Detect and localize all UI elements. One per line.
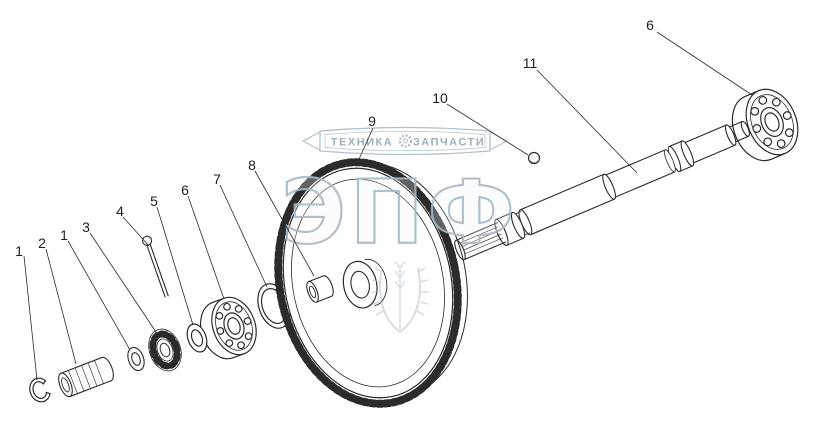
leader-line (536, 69, 638, 174)
leader-line (23, 255, 38, 381)
callout-10: 10 (432, 90, 448, 106)
ball-bearing-left (199, 296, 257, 360)
bushing (58, 356, 114, 398)
ball-bearing-right (731, 88, 799, 162)
leader-line (156, 206, 194, 326)
callout-7: 7 (213, 171, 221, 187)
callout-3: 3 (82, 219, 90, 235)
callout-1: 1 (15, 243, 23, 259)
callout-4: 4 (116, 203, 124, 219)
leader-line (219, 184, 268, 288)
callout-labels: 1 2 1 3 4 5 6 7 8 9 10 11 6 (15, 17, 654, 259)
callout-2: 2 (38, 235, 46, 251)
callout-5: 5 (150, 193, 158, 209)
leader-line (254, 170, 315, 277)
washer-small (127, 346, 145, 372)
snap-ring-small (29, 377, 51, 403)
leader-line (446, 103, 529, 156)
leader-line (187, 195, 225, 300)
callout-8: 8 (248, 157, 256, 173)
watermark-banner: ТЕХНИКА ЗАПЧАСТИ (301, 126, 509, 156)
shaft (454, 120, 750, 261)
watermark-brand: ЭПФ (281, 161, 519, 264)
callout-6: 6 (181, 182, 189, 198)
leader-line (89, 232, 159, 336)
leader-lines (23, 31, 753, 381)
leader-line (45, 248, 77, 365)
gear-icon (398, 134, 413, 148)
snap-ring-large (257, 283, 291, 329)
leader-line (122, 216, 150, 247)
splined-hub (148, 328, 182, 372)
wheat-emblem-icon (371, 260, 429, 333)
banner-text-left: ТЕХНИКА (331, 137, 393, 149)
gear (274, 158, 468, 408)
leader-line (355, 127, 374, 167)
banner-text-right: ЗАПЧАСТИ (413, 137, 485, 149)
callout-6b: 6 (646, 17, 654, 33)
washer-large (186, 323, 208, 353)
dowel-pin (527, 151, 541, 165)
callout-11: 11 (523, 55, 538, 71)
cotter-pin (142, 235, 169, 298)
callout-9: 9 (368, 113, 376, 129)
leader-line (656, 31, 753, 96)
callout-1b: 1 (60, 227, 68, 243)
watermark: ТЕХНИКА ЗАПЧАСТИ ЭПФ (280, 126, 519, 333)
spacer-sleeve (306, 275, 334, 303)
leader-line (67, 240, 131, 351)
